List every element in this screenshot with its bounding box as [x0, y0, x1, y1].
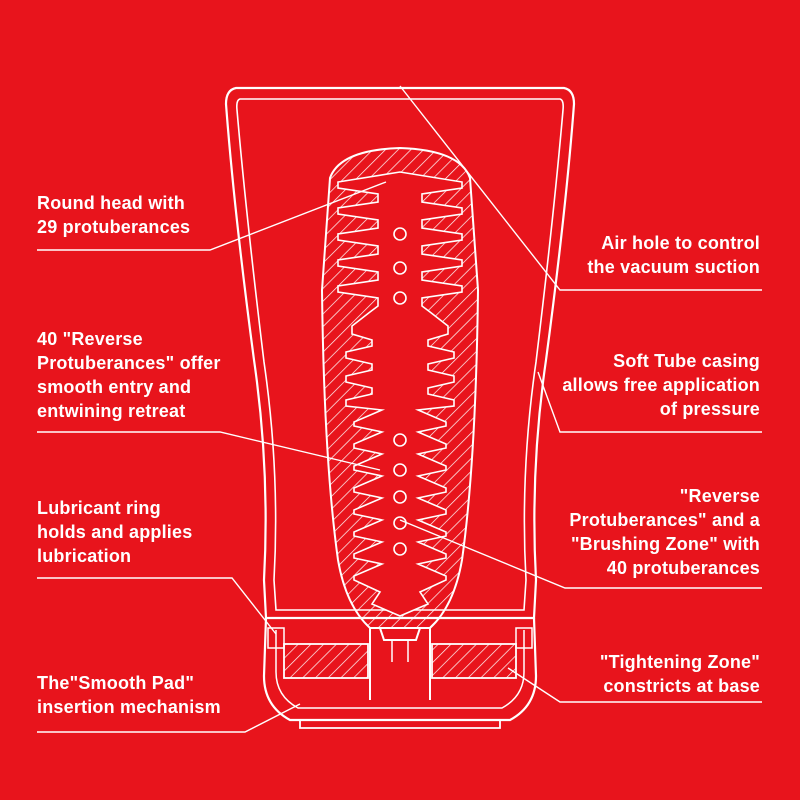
leader-smooth-pad: [37, 703, 301, 733]
protuberance-dot: [393, 463, 407, 477]
protuberance-dot: [393, 291, 407, 305]
protuberance-dot: [393, 261, 407, 275]
protuberance-dots: [393, 227, 407, 556]
inner-canal: [337, 171, 463, 617]
leader-reverse-protuberances: [37, 431, 381, 471]
inner-casing-outline: [236, 98, 564, 611]
leader-lines: [37, 85, 762, 733]
leader-air-hole: [399, 85, 762, 291]
base-shell: [262, 617, 538, 722]
leader-soft-tube: [537, 371, 762, 433]
label-round-head: Round head with 29 protuberances: [37, 193, 191, 237]
smooth-pad-left: [283, 643, 369, 679]
leader-round-head: [37, 181, 387, 251]
label-soft-tube: Soft Tube casing allows free application…: [562, 351, 760, 419]
leader-tightening-zone: [507, 667, 762, 703]
protuberance-dot: [393, 542, 407, 556]
protuberance-dot: [393, 227, 407, 241]
base-foot: [299, 720, 501, 729]
center-air-valve: [369, 627, 431, 700]
label-air-hole: Air hole to control the vacuum suction: [587, 233, 760, 277]
protuberance-dot: [393, 433, 407, 447]
label-tightening-zone: "Tightening Zone" constricts at base: [599, 652, 760, 696]
lubricant-ring-left: [267, 627, 285, 649]
smooth-pad-right: [431, 643, 517, 679]
lubricant-ring-right: [515, 627, 533, 649]
label-brushing-zone: "Reverse Protuberances" and a "Brushing …: [569, 486, 760, 578]
label-lubricant-ring: Lubricant ring holds and applies lubrica…: [37, 498, 193, 566]
label-reverse-protuberances: 40 "Reverse Protuberances" offer smooth …: [37, 329, 221, 421]
protuberance-dot: [393, 490, 407, 504]
leader-brushing-zone: [399, 519, 762, 589]
label-smooth-pad: The"Smooth Pad" insertion mechanism: [37, 673, 221, 717]
base-inner-shell: [275, 630, 525, 709]
leader-lubricant-ring: [37, 577, 277, 635]
